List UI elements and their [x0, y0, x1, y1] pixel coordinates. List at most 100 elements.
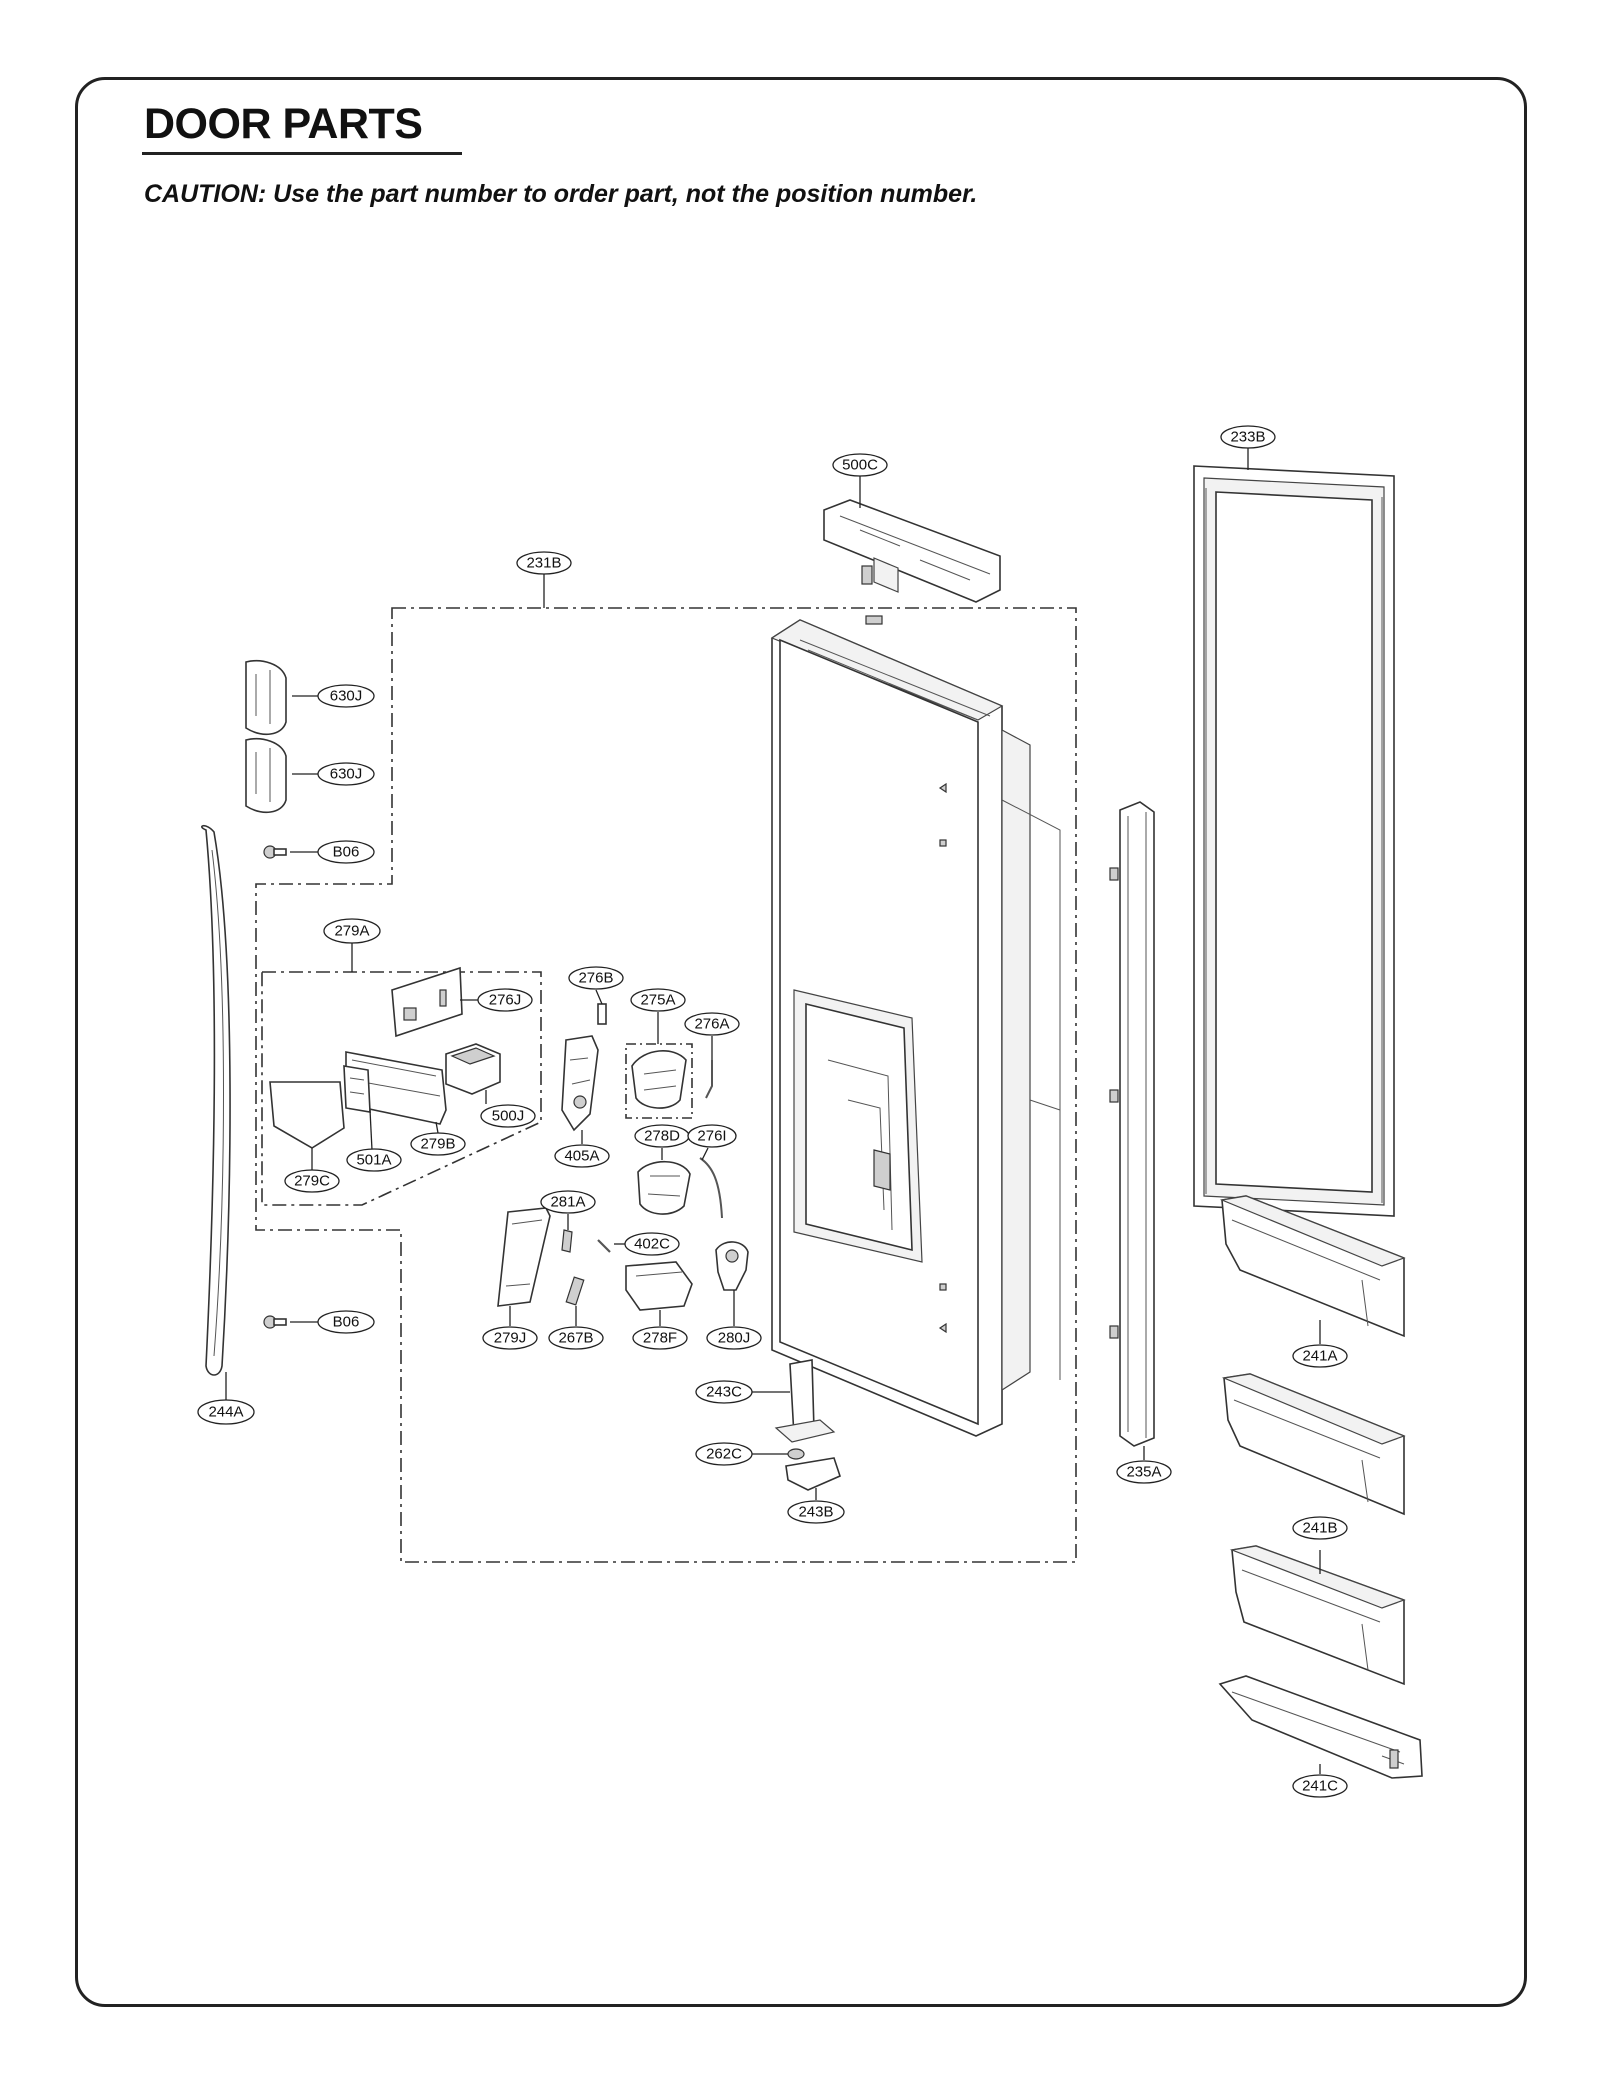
- callout-280J: 280J: [706, 1326, 762, 1350]
- door-bin-part-2: [1221, 1373, 1406, 1516]
- duct-part: [637, 1161, 691, 1215]
- title-underline: [142, 152, 462, 155]
- key-pad-part: [343, 1065, 371, 1113]
- callout-501A: 501A: [346, 1148, 402, 1172]
- svg-text:276J: 276J: [489, 992, 522, 1009]
- callout-281A: 281A: [540, 1190, 596, 1214]
- svg-text:279B: 279B: [420, 1136, 455, 1153]
- callout-278D: 278D: [634, 1124, 690, 1148]
- callout-276J: 276J: [477, 988, 533, 1012]
- spring-part-a: [705, 1060, 713, 1099]
- hinge-cap-part-1: [245, 660, 287, 735]
- diagram-frame: [75, 77, 1527, 2007]
- callout-244A: 244A: [197, 1399, 255, 1425]
- door-handle-part: [201, 824, 231, 1376]
- callout-275A: 275A: [630, 988, 686, 1012]
- callout-233B: 233B: [1220, 425, 1276, 449]
- svg-text:278D: 278D: [644, 1128, 680, 1145]
- control-cover-part: [269, 1081, 345, 1149]
- lower-hinge-part: [774, 1359, 836, 1443]
- pin-part: [597, 1003, 607, 1025]
- screw-part-1: [263, 845, 287, 859]
- svg-text:276A: 276A: [694, 1016, 729, 1033]
- callout-630J-1: 630J: [317, 684, 375, 708]
- callout-231B: 231B: [516, 551, 572, 575]
- callout-241A: 241A: [1292, 1344, 1348, 1368]
- door-bin-part-1: [1219, 1195, 1406, 1338]
- svg-text:244A: 244A: [208, 1404, 243, 1421]
- callout-241B: 241B: [1292, 1516, 1348, 1540]
- svg-text:630J: 630J: [330, 766, 363, 783]
- callout-235A: 235A: [1116, 1460, 1172, 1484]
- callout-243B: 243B: [787, 1500, 845, 1524]
- hinge-cover-part: [823, 499, 1001, 603]
- dispenser-flap-part: [625, 1043, 693, 1119]
- hinge-cap-part-2: [245, 738, 287, 813]
- svg-text:500C: 500C: [842, 457, 878, 474]
- callout-279B: 279B: [410, 1132, 466, 1156]
- callout-405A: 405A: [554, 1144, 610, 1168]
- spring-part-b: [565, 1276, 585, 1306]
- door-bin-part-3: [1229, 1545, 1406, 1686]
- svg-text:630J: 630J: [330, 688, 363, 705]
- svg-text:405A: 405A: [564, 1148, 599, 1165]
- svg-text:275A: 275A: [640, 992, 675, 1009]
- svg-text:235A: 235A: [1126, 1464, 1161, 1481]
- svg-text:241C: 241C: [1302, 1778, 1338, 1795]
- caution-note: CAUTION: Use the part number to order pa…: [144, 180, 978, 208]
- callout-276B: 276B: [568, 966, 624, 990]
- svg-text:279A: 279A: [334, 923, 369, 940]
- page-title: DOOR PARTS: [144, 100, 423, 148]
- svg-text:280J: 280J: [718, 1330, 751, 1347]
- callout-279C: 279C: [284, 1169, 340, 1193]
- callout-630J-2: 630J: [317, 762, 375, 786]
- callout-276A: 276A: [684, 1012, 740, 1036]
- door-gasket-part: [1193, 465, 1395, 1217]
- mullion-strip-part: [1109, 801, 1155, 1447]
- callout-262C: 262C: [695, 1442, 753, 1466]
- svg-text:262C: 262C: [706, 1446, 742, 1463]
- bushing-part: [787, 1448, 805, 1460]
- svg-text:B06: B06: [333, 1314, 360, 1331]
- callout-276I: 276I: [687, 1124, 737, 1148]
- callout-241C: 241C: [1292, 1774, 1348, 1798]
- hinge-bracket-part: [785, 1457, 841, 1491]
- svg-text:241A: 241A: [1302, 1348, 1337, 1365]
- callout-243C: 243C: [695, 1380, 753, 1404]
- callout-B06-2: B06: [317, 1310, 375, 1334]
- spring-part-i: [699, 1157, 723, 1219]
- spring-part-c: [597, 1239, 611, 1253]
- water-holder-part: [625, 1261, 693, 1311]
- motor-part: [561, 1035, 599, 1132]
- svg-text:278F: 278F: [643, 1330, 677, 1347]
- callout-500C: 500C: [832, 453, 888, 477]
- svg-text:279J: 279J: [494, 1330, 527, 1347]
- svg-text:243B: 243B: [798, 1504, 833, 1521]
- svg-text:276B: 276B: [578, 970, 613, 987]
- svg-text:501A: 501A: [356, 1152, 391, 1169]
- display-pcb-part: [391, 966, 463, 1038]
- callout-278F: 278F: [632, 1326, 688, 1350]
- svg-text:402C: 402C: [634, 1236, 670, 1253]
- svg-text:233B: 233B: [1230, 429, 1265, 446]
- svg-text:241B: 241B: [1302, 1520, 1337, 1537]
- svg-text:267B: 267B: [558, 1330, 593, 1347]
- door-panel-part: [770, 615, 1061, 1437]
- callout-279J: 279J: [482, 1326, 538, 1350]
- svg-text:B06: B06: [333, 844, 360, 861]
- svg-text:500J: 500J: [492, 1108, 525, 1125]
- dispenser-control-boundary: [261, 971, 542, 1206]
- svg-text:276I: 276I: [697, 1128, 726, 1145]
- lever-part: [561, 1229, 573, 1253]
- svg-text:243C: 243C: [706, 1384, 742, 1401]
- leader-lines: [225, 448, 1321, 1774]
- svg-text:279C: 279C: [294, 1173, 330, 1190]
- callout-267B: 267B: [548, 1326, 604, 1350]
- callout-500J: 500J: [480, 1104, 536, 1128]
- door-bin-part-4: [1218, 1675, 1423, 1779]
- svg-text:281A: 281A: [550, 1194, 585, 1211]
- dispenser-paddle-part: [497, 1207, 551, 1307]
- svg-text:231B: 231B: [526, 555, 561, 572]
- water-fitting-part: [715, 1241, 749, 1291]
